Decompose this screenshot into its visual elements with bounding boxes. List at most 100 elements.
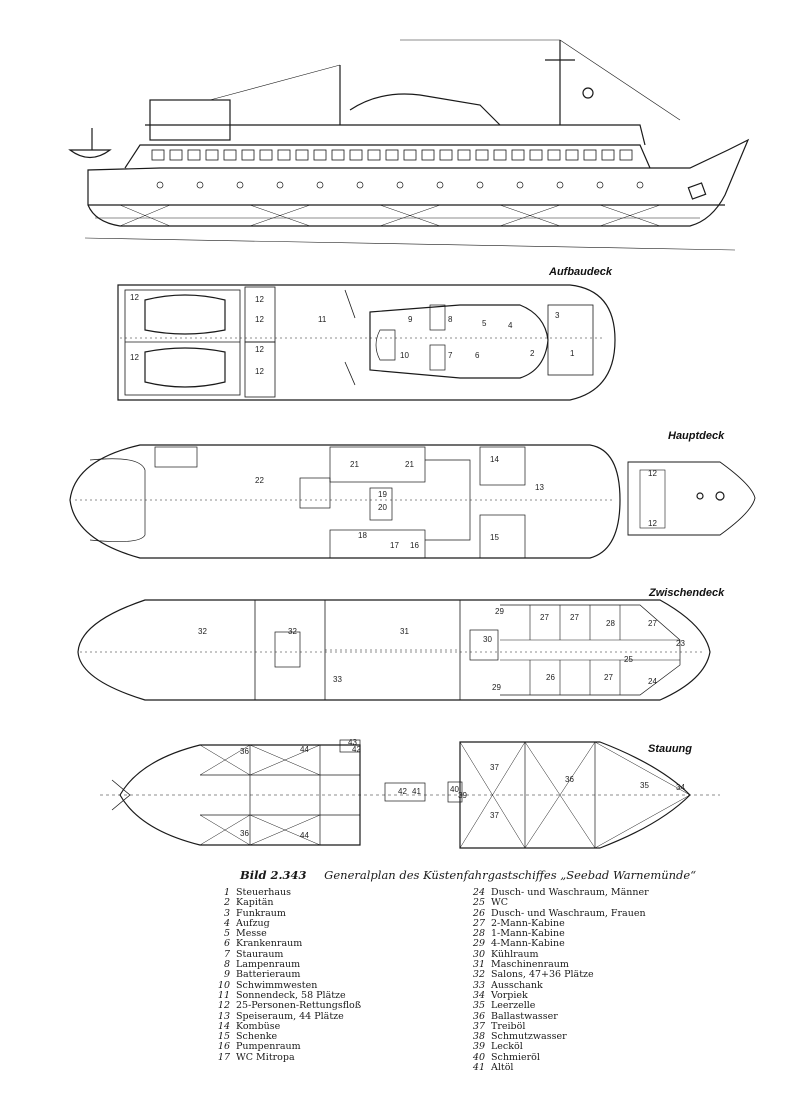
room-number-zwischendeck: 27 (604, 673, 613, 682)
legend-item-number: 40 (472, 1051, 485, 1063)
legend-item-text: Messe (236, 928, 267, 940)
legend-item-text: 4-Mann-Kabine (491, 938, 565, 950)
room-number-stauung: 36 (565, 775, 574, 784)
aufbaudeck-plan (117, 284, 616, 401)
legend-item-text: Kombüse (236, 1020, 281, 1032)
legend-item-number: 9 (223, 969, 230, 981)
room-number-zwischendeck: 30 (483, 635, 492, 644)
legend-item-text: Leerzelle (491, 1000, 536, 1012)
deck-label-zwischendeck: Zwischendeck (649, 587, 725, 599)
legend-item-text: Kapitän (236, 897, 274, 909)
room-number-zwischendeck: 33 (333, 675, 342, 684)
room-number-stauung: 35 (640, 781, 649, 790)
legend-item: 32 Salons, 47+36 Plätze (455, 969, 649, 981)
room-number-aufbaudeck: 12 (130, 353, 139, 362)
legend-item-text: Dusch- und Waschraum, Männer (491, 887, 649, 898)
legend-item-text: Funkraum (236, 907, 286, 919)
legend-item-text: Aufzug (236, 917, 270, 929)
room-number-aufbaudeck: 6 (475, 351, 480, 360)
room-number-zwischendeck: 27 (540, 613, 549, 622)
room-number-zwischendeck: 24 (648, 677, 657, 686)
room-number-stauung: 44 (300, 745, 309, 754)
room-number-zwischendeck: 32 (198, 627, 207, 636)
legend-item-number: 39 (472, 1041, 485, 1053)
room-number-zwischendeck: 27 (648, 619, 657, 628)
legend-item-text: Stauraum (236, 948, 284, 960)
legend-item-number: 5 (223, 928, 230, 940)
legend-item-text: Batterieraum (236, 969, 301, 981)
legend-item-number: 8 (223, 959, 230, 971)
legend-item-number: 33 (472, 979, 485, 991)
room-number-aufbaudeck: 1 (570, 349, 575, 358)
room-number-hauptdeck: 14 (490, 455, 499, 464)
room-number-aufbaudeck: 12 (130, 293, 139, 302)
room-number-hauptdeck: 21 (350, 460, 359, 469)
deck-label-hauptdeck: Hauptdeck (668, 430, 725, 442)
legend-item-text: WC (491, 897, 509, 909)
legend-item: 9 Batterieraum (200, 969, 361, 981)
legend-item-text: Salons, 47+36 Plätze (491, 969, 594, 981)
legend-item-text: Ausschank (491, 979, 543, 991)
room-number-zwischendeck: 26 (546, 673, 555, 682)
room-number-aufbaudeck: 4 (508, 321, 513, 330)
stauung-plan (100, 739, 720, 849)
legend-item-number: 29 (472, 938, 485, 950)
room-number-aufbaudeck: 3 (555, 311, 560, 320)
legend-item-number: 32 (472, 969, 485, 981)
legend-item-text: Ballastwasser (491, 1010, 558, 1022)
room-number-zwischendeck: 27 (570, 613, 579, 622)
legend-item-number: 17 (217, 1051, 230, 1063)
ship-drawing: 1212121212121198107654321222121192018171… (68, 39, 756, 849)
room-number-stauung: 39 (458, 791, 467, 800)
legend-item-number: 4 (223, 917, 230, 929)
room-number-stauung: 44 (300, 831, 309, 840)
room-number-hauptdeck: 12 (648, 469, 657, 478)
legend-item: 5 Messe (200, 928, 361, 940)
room-number-hauptdeck: 12 (648, 519, 657, 528)
room-number-hauptdeck: 17 (390, 541, 399, 550)
room-number-aufbaudeck: 5 (482, 319, 487, 328)
legend-item-number: 11 (217, 989, 230, 1001)
legend-item-text: Schwimmwesten (236, 979, 318, 991)
figure-title: Generalplan des Küstenfahrgastschiffes „… (324, 868, 697, 882)
legend-item-number: 15 (217, 1031, 230, 1043)
room-number-zwischendeck: 31 (400, 627, 409, 636)
legend-item-text: Speiseraum, 44 Plätze (236, 1010, 344, 1022)
legend-item: 33 Ausschank (455, 979, 649, 991)
legend-item-number: 31 (472, 959, 485, 971)
room-number-aufbaudeck: 7 (448, 351, 453, 360)
legend-item: 4 Aufzug (200, 917, 361, 929)
legend-item: 31 Maschinenraum (455, 959, 649, 971)
legend-item-number: 28 (472, 928, 485, 940)
room-number-aufbaudeck: 2 (530, 349, 535, 358)
legend-item-number: 16 (217, 1041, 230, 1053)
legend-item-number: 36 (472, 1010, 485, 1022)
legend-item-text: Maschinenraum (491, 959, 569, 971)
legend-item-number: 2 (223, 897, 230, 909)
legend-item: 29 4-Mann-Kabine (455, 938, 649, 950)
figure-number: Bild 2.343 (240, 868, 307, 882)
room-number-zwischendeck: 29 (492, 683, 501, 692)
legend-item-text: Schmutzwasser (491, 1031, 567, 1043)
room-number-hauptdeck: 18 (358, 531, 367, 540)
legend-item-number: 38 (472, 1031, 485, 1043)
legend-item: 2 Kapitän (200, 897, 361, 909)
legend-item-text: Steuerhaus (236, 887, 292, 898)
room-number-aufbaudeck: 12 (255, 345, 264, 354)
zwischendeck-plan (77, 599, 711, 701)
